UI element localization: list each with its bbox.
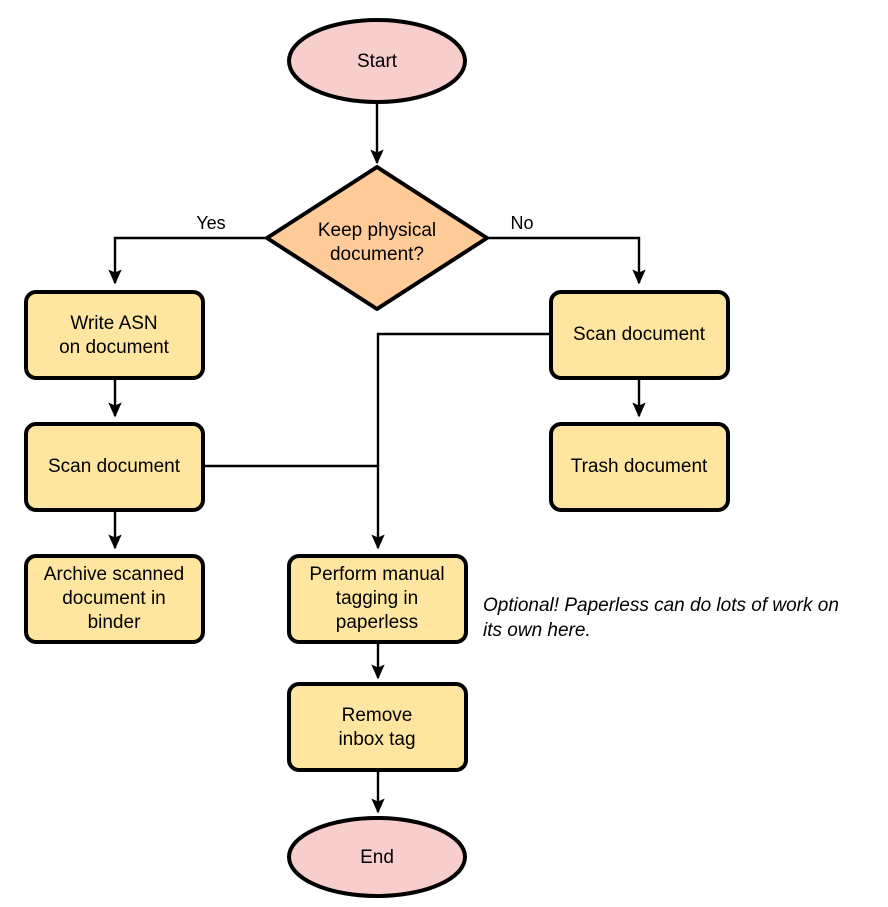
edge-label-no: No [510, 213, 533, 233]
start-ellipse [287, 18, 467, 104]
annotation-optional-note: Optional! Paperless can do lots of work … [483, 595, 839, 641]
remove-inbox-label-line2: inbox tag [338, 729, 415, 750]
trash-label: Trash document [571, 456, 708, 477]
manual-tagging-label-line1: Perform manual [309, 564, 444, 585]
archive-box [24, 554, 205, 644]
trash-box [549, 422, 730, 512]
edge-decision-yes-to-write-asn [108, 236, 267, 285]
scan-right-label: Scan document [573, 324, 706, 345]
node-archive-document[interactable]: Archive scanned document in binder [24, 554, 205, 644]
node-write-asn[interactable]: Write ASN on document [24, 290, 205, 380]
archive-label-line2: document in [62, 588, 166, 609]
decision-diamond [265, 165, 489, 311]
remove-inbox-box [287, 682, 468, 772]
node-trash-document[interactable]: Trash document [549, 422, 730, 512]
archive-label-line1: Archive scanned [44, 564, 184, 585]
annotation-line2: its own here. [483, 620, 591, 641]
node-start[interactable]: Start [287, 18, 467, 104]
write-asn-box [24, 290, 205, 380]
manual-tagging-box [287, 554, 468, 644]
node-end[interactable]: End [287, 816, 467, 898]
end-ellipse [287, 816, 467, 898]
decision-label-line2: document? [330, 244, 424, 265]
archive-label-line3: binder [88, 612, 141, 633]
manual-tagging-label-line2: tagging in [336, 588, 418, 609]
decision-label-line1: Keep physical [318, 220, 436, 241]
scan-right-box [549, 290, 730, 380]
node-scan-document-left[interactable]: Scan document [24, 422, 205, 512]
node-decision-keep-physical-document[interactable]: Keep physical document? [265, 165, 489, 311]
scan-left-box [24, 422, 205, 512]
write-asn-label-line1: Write ASN [70, 313, 157, 334]
node-remove-inbox-tag[interactable]: Remove inbox tag [287, 682, 468, 772]
edge-decision-no-to-scan-right [487, 236, 646, 285]
edge-label-yes: Yes [196, 213, 225, 233]
start-label: Start [357, 51, 398, 72]
end-label: End [360, 847, 394, 868]
scan-left-label: Scan document [48, 456, 181, 477]
annotation-line1: Optional! Paperless can do lots of work … [483, 595, 839, 616]
edge-scan-right-to-manual-tagging [371, 332, 551, 550]
node-scan-document-right[interactable]: Scan document [549, 290, 730, 380]
write-asn-label-line2: on document [59, 337, 170, 358]
manual-tagging-label-line3: paperless [336, 612, 418, 633]
node-manual-tagging[interactable]: Perform manual tagging in paperless [287, 554, 468, 644]
remove-inbox-label-line1: Remove [342, 705, 413, 726]
